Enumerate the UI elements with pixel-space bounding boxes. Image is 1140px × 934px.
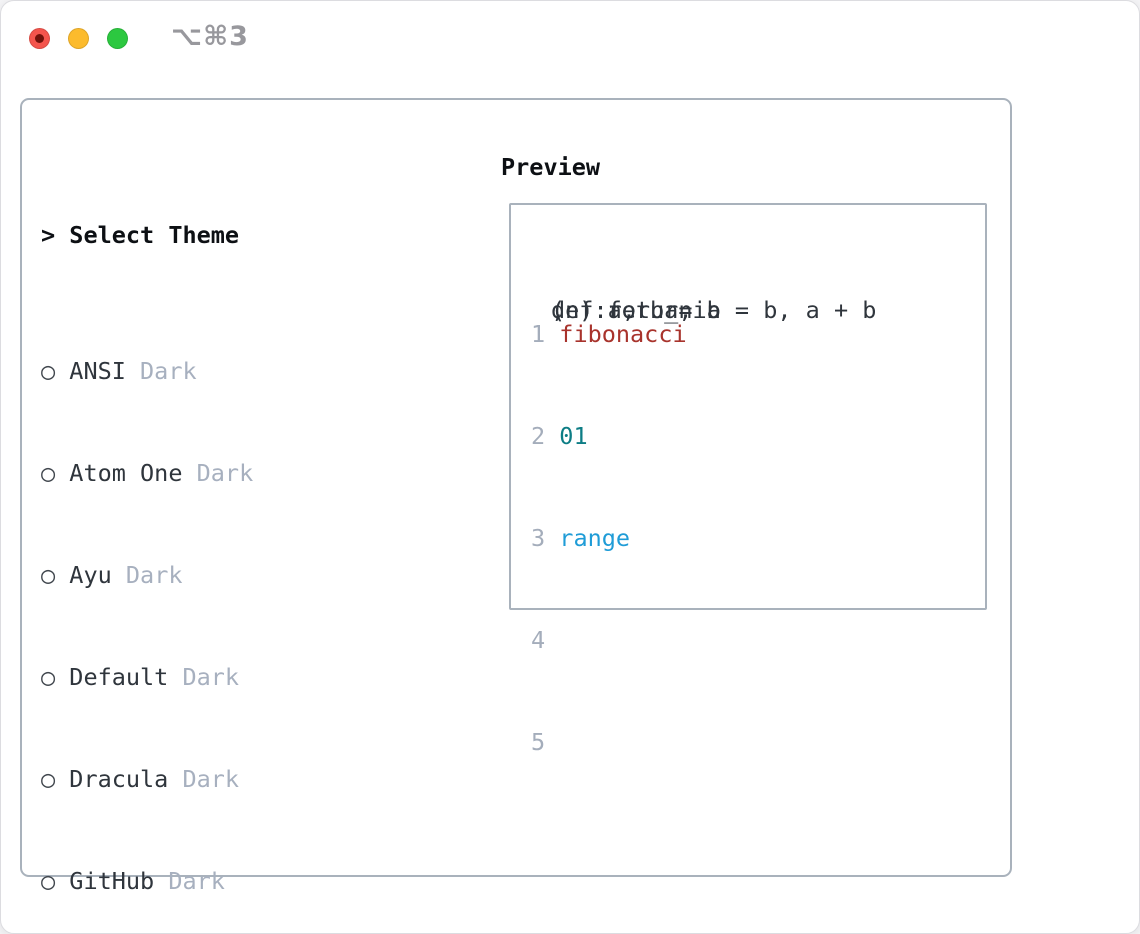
line-number: 5 [531, 728, 560, 756]
theme-variant: Dark [168, 765, 240, 793]
theme-name: Atom One [69, 459, 183, 487]
radio-unselected-icon: ○ [41, 357, 70, 385]
zoom-button[interactable] [107, 28, 128, 49]
select-theme-heading: > Select Theme [41, 218, 437, 252]
app-frame: > Select Theme ○ ANSI Dark ○ Atom One Da… [20, 98, 1012, 933]
close-button[interactable] [29, 28, 50, 49]
number-token: 0 [559, 422, 574, 450]
code-line-5: 5 return a [531, 296, 721, 756]
theme-option-github-dark[interactable]: ○ GitHub Dark [41, 864, 437, 898]
radio-unselected-icon: ○ [41, 867, 70, 895]
theme-panel: > Select Theme ○ ANSI Dark ○ Atom One Da… [41, 150, 437, 933]
theme-name: Dracula [69, 765, 169, 793]
function-name-token: fibonacci [559, 320, 687, 348]
radio-unselected-icon: ○ [41, 765, 70, 793]
window-title: ⌥⌘3 [171, 21, 249, 52]
code-line-3: 3 for _ in range(n): [531, 296, 735, 552]
preview-title: Preview [501, 153, 601, 181]
line-number: 1 [531, 320, 560, 348]
theme-option-dracula-dark[interactable]: ○ Dracula Dark [41, 762, 437, 796]
line-number: 1 [531, 932, 559, 933]
context-text: This is a context line. [559, 932, 955, 933]
theme-option-default-dark[interactable]: ○ Default Dark [41, 660, 437, 694]
line-number: 2 [531, 422, 560, 450]
theme-name: Default [69, 663, 169, 691]
preview-box: 1 def fibonacci(n): 2 a, b = 0, 1 3 for … [509, 203, 987, 933]
select-theme-title: Select Theme [69, 221, 240, 249]
theme-name: ANSI [69, 357, 126, 385]
radio-unselected-icon: ○ [41, 663, 70, 691]
theme-variant: Dark [125, 357, 197, 385]
radio-unselected-icon: ○ [41, 459, 70, 487]
code-line-1: 1 def fibonacci(n): [531, 296, 687, 348]
theme-option-ansi-dark[interactable]: ○ ANSI Dark [41, 354, 437, 388]
radio-unselected-icon: ○ [41, 561, 70, 589]
line-number: 3 [531, 524, 560, 552]
close-dot-icon [35, 34, 44, 43]
theme-option-atom-one-dark[interactable]: ○ Atom One Dark [41, 456, 437, 490]
blank-line [531, 827, 955, 861]
prompt-icon: > [41, 221, 70, 249]
theme-variant: Dark [111, 561, 183, 589]
line-number: 4 [531, 626, 560, 654]
number-token: 1 [573, 422, 588, 450]
theme-name: Ayu [69, 561, 112, 589]
code-line-4: 4 a, b = b, a + b [531, 296, 877, 654]
minimize-button[interactable] [68, 28, 89, 49]
code-line-2: 2 a, b = 0, 1 [531, 296, 707, 450]
theme-variant: Dark [154, 867, 225, 895]
diff-context-line: 1 This is a context line. [531, 929, 955, 933]
theme-variant: Dark [168, 663, 240, 691]
code-preview: 1 def fibonacci(n): 2 a, b = 0, 1 3 for … [531, 249, 955, 933]
theme-name: GitHub [69, 867, 155, 895]
theme-variant: Dark [182, 459, 254, 487]
builtin-call-token: range [559, 524, 631, 552]
theme-option-ayu-dark[interactable]: ○ Ayu Dark [41, 558, 437, 592]
